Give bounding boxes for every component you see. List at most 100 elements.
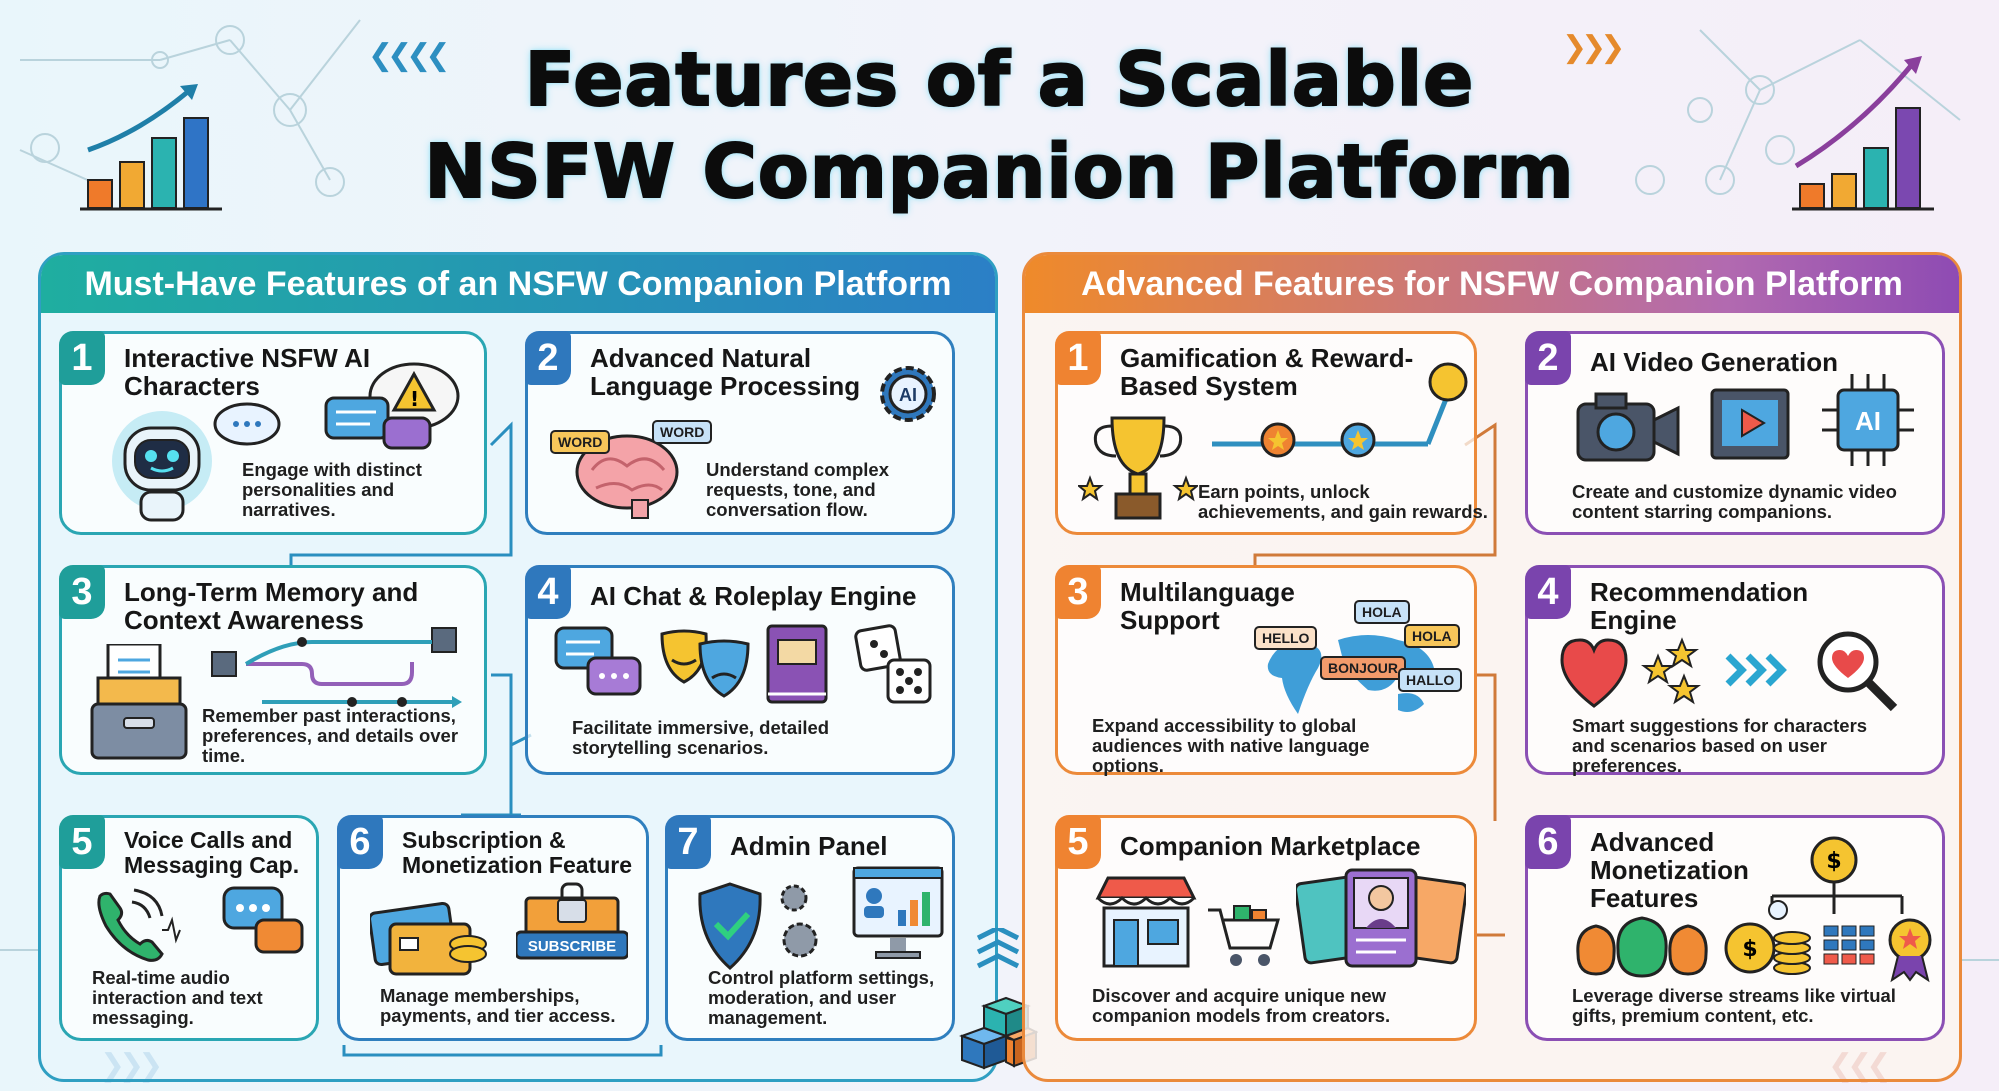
card-description: Earn points, unlock achievements, and ga… bbox=[1198, 481, 1488, 522]
card-title: Long-Term Memory and Context Awareness bbox=[124, 577, 419, 635]
connector-lines bbox=[1253, 422, 1505, 937]
svg-text:!: ! bbox=[410, 387, 419, 411]
companion-profile-cards-icon bbox=[1296, 868, 1466, 968]
advanced-card-2: 2 AI Video Generation AI Create and cust… bbox=[1525, 331, 1945, 535]
subscribe-lock-box-icon: SUBSCRIBE bbox=[516, 882, 628, 960]
message-bubbles-icon bbox=[222, 886, 304, 954]
feature-card-5: 5 Voice Calls and Messaging Cap. Real-ti… bbox=[59, 815, 319, 1041]
memory-circuit-path-icon bbox=[211, 627, 462, 708]
card-number: 2 bbox=[525, 331, 571, 385]
advanced-card-3: 3 Multilanguage Support HELLO HOLA HOLA … bbox=[1055, 565, 1477, 776]
ai-chip-label: AI bbox=[1855, 406, 1881, 436]
theater-masks-icon bbox=[660, 629, 750, 698]
card-title: Interactive NSFW AI Characters bbox=[124, 343, 371, 401]
card-title: AI Video Generation bbox=[1590, 347, 1839, 377]
card-number: 1 bbox=[1055, 331, 1101, 385]
card-number: 3 bbox=[59, 565, 105, 619]
card-number: 6 bbox=[337, 815, 383, 869]
card-title: Advanced Natural Language Processing bbox=[590, 343, 861, 401]
card-number: 4 bbox=[525, 565, 571, 619]
shopping-cart-icon bbox=[1208, 905, 1280, 966]
card-number: 5 bbox=[1055, 815, 1101, 869]
word-tag-right: WORD bbox=[652, 420, 713, 444]
admin-dashboard-monitor-icon bbox=[852, 866, 944, 959]
page-title-line-1: Features of a Scalable bbox=[524, 36, 1475, 124]
page-title-line-2: NSFW Companion Platform bbox=[423, 128, 1575, 216]
book-icon bbox=[766, 624, 828, 704]
card-number: 3 bbox=[1055, 565, 1101, 619]
card-title: AI Chat & Roleplay Engine bbox=[590, 581, 917, 611]
card-description: Remember past interactions, preferences,… bbox=[202, 705, 459, 766]
advanced-card-4: 4 Recommendation Engine Smart suggestion… bbox=[1525, 565, 1945, 776]
storefront-icon bbox=[1095, 876, 1197, 968]
card-number: 6 bbox=[1525, 815, 1571, 869]
growth-bar-chart-icon-right bbox=[1792, 56, 1934, 211]
card-title: Voice Calls and Messaging Cap. bbox=[124, 827, 300, 878]
achievement-medals-path-icon bbox=[1212, 362, 1468, 458]
feature-card-1: 1 Interactive NSFW AI Characters ! Engag… bbox=[59, 331, 487, 535]
advanced-card-1: 1 Gamification & Reward-Based System Ear… bbox=[1055, 331, 1488, 535]
chevrons-right-top-icon: ❯❯❯ bbox=[1562, 30, 1625, 65]
growth-bar-chart-icon bbox=[80, 84, 222, 211]
card-title: Subscription & Monetization Feature bbox=[402, 827, 633, 878]
ai-gear-icon: AI bbox=[880, 366, 936, 422]
credit-card-coins-icon bbox=[370, 901, 487, 976]
panel-heading: Advanced Features for NSFW Companion Pla… bbox=[1025, 255, 1959, 313]
hola-tag-right: HOLA bbox=[1404, 624, 1460, 648]
card-description: Smart suggestions for characters and sce… bbox=[1572, 715, 1868, 776]
card-number: 5 bbox=[59, 815, 105, 869]
card-description: Create and customize dynamic video conte… bbox=[1572, 481, 1897, 522]
card-title: Companion Marketplace bbox=[1120, 831, 1421, 861]
video-player-icon bbox=[1710, 388, 1790, 460]
chevrons-left-top-icon: ❮❮❮❮ bbox=[368, 38, 451, 73]
feature-card-7: 7 Admin Panel Control platform settings,… bbox=[665, 815, 955, 1041]
feature-card-3: 3 Long-Term Memory and Context Awareness… bbox=[59, 565, 487, 775]
card-number: 2 bbox=[1525, 331, 1571, 385]
phone-call-icon bbox=[97, 888, 181, 962]
hello-tag: HELLO bbox=[1254, 626, 1318, 650]
trophy-icon bbox=[1078, 416, 1198, 520]
word-tag-left: WORD bbox=[550, 430, 611, 454]
dice-icon bbox=[854, 624, 932, 704]
messages-warning-icon: ! bbox=[324, 362, 460, 450]
hallo-tag: HALLO bbox=[1398, 668, 1463, 692]
card-description: Leverage diverse streams like virtual gi… bbox=[1572, 985, 1896, 1026]
card-number: 7 bbox=[665, 815, 711, 869]
feature-card-4: 4 AI Chat & Roleplay Engine Facilitate i bbox=[525, 565, 955, 775]
card-description: Facilitate immersive, detailed storytell… bbox=[572, 717, 830, 758]
must-have-features-panel: Must-Have Features of an NSFW Companion … bbox=[38, 252, 998, 1082]
panel-heading: Must-Have Features of an NSFW Companion … bbox=[41, 255, 995, 313]
bonjour-tag: BONJOUR bbox=[1320, 656, 1407, 680]
card-description: Understand complex requests, tone, and c… bbox=[706, 459, 889, 520]
ai-chip-icon: AI bbox=[1822, 374, 1914, 466]
card-number: 1 bbox=[59, 331, 105, 385]
brain-icon bbox=[575, 434, 679, 519]
card-title: Advanced Monetization Features bbox=[1590, 827, 1749, 913]
robot-icon bbox=[112, 411, 212, 522]
advanced-card-5: 5 Companion Marketplace Discover and acq… bbox=[1055, 815, 1477, 1041]
card-description: Engage with distinct personalities and n… bbox=[242, 459, 422, 520]
card-description: Expand accessibility to global audiences… bbox=[1092, 715, 1370, 776]
security-shield-icon bbox=[698, 882, 818, 970]
advanced-features-panel: Advanced Features for NSFW Companion Pla… bbox=[1022, 252, 1962, 1082]
chat-bubbles-icon bbox=[554, 626, 642, 696]
card-number: 4 bbox=[1525, 565, 1571, 619]
feature-card-6: 6 Subscription & Monetization Feature SU… bbox=[337, 815, 649, 1041]
card-description: Control platform settings, moderation, a… bbox=[708, 967, 935, 1028]
hola-tag-top: HOLA bbox=[1354, 600, 1410, 624]
chat-bubble-icon bbox=[213, 402, 281, 446]
file-cabinet-icon bbox=[90, 644, 188, 760]
card-description: Real-time audio interaction and text mes… bbox=[92, 967, 263, 1028]
advanced-card-6: 6 Advanced Monetization Features $ $ bbox=[1525, 815, 1945, 1041]
card-title: Gamification & Reward-Based System bbox=[1120, 343, 1414, 401]
card-description: Manage memberships, payments, and tier a… bbox=[380, 985, 616, 1026]
subscribe-label: SUBSCRIBE bbox=[528, 938, 616, 955]
recommendation-icons bbox=[1560, 631, 1898, 712]
card-title: Recommendation Engine bbox=[1590, 577, 1809, 635]
svg-text:$: $ bbox=[1826, 849, 1841, 874]
card-title: Admin Panel bbox=[730, 831, 888, 861]
card-description: Discover and acquire unique new companio… bbox=[1092, 985, 1391, 1026]
money-flow-icon: $ $ bbox=[1576, 836, 1932, 983]
camera-icon bbox=[1576, 392, 1680, 462]
